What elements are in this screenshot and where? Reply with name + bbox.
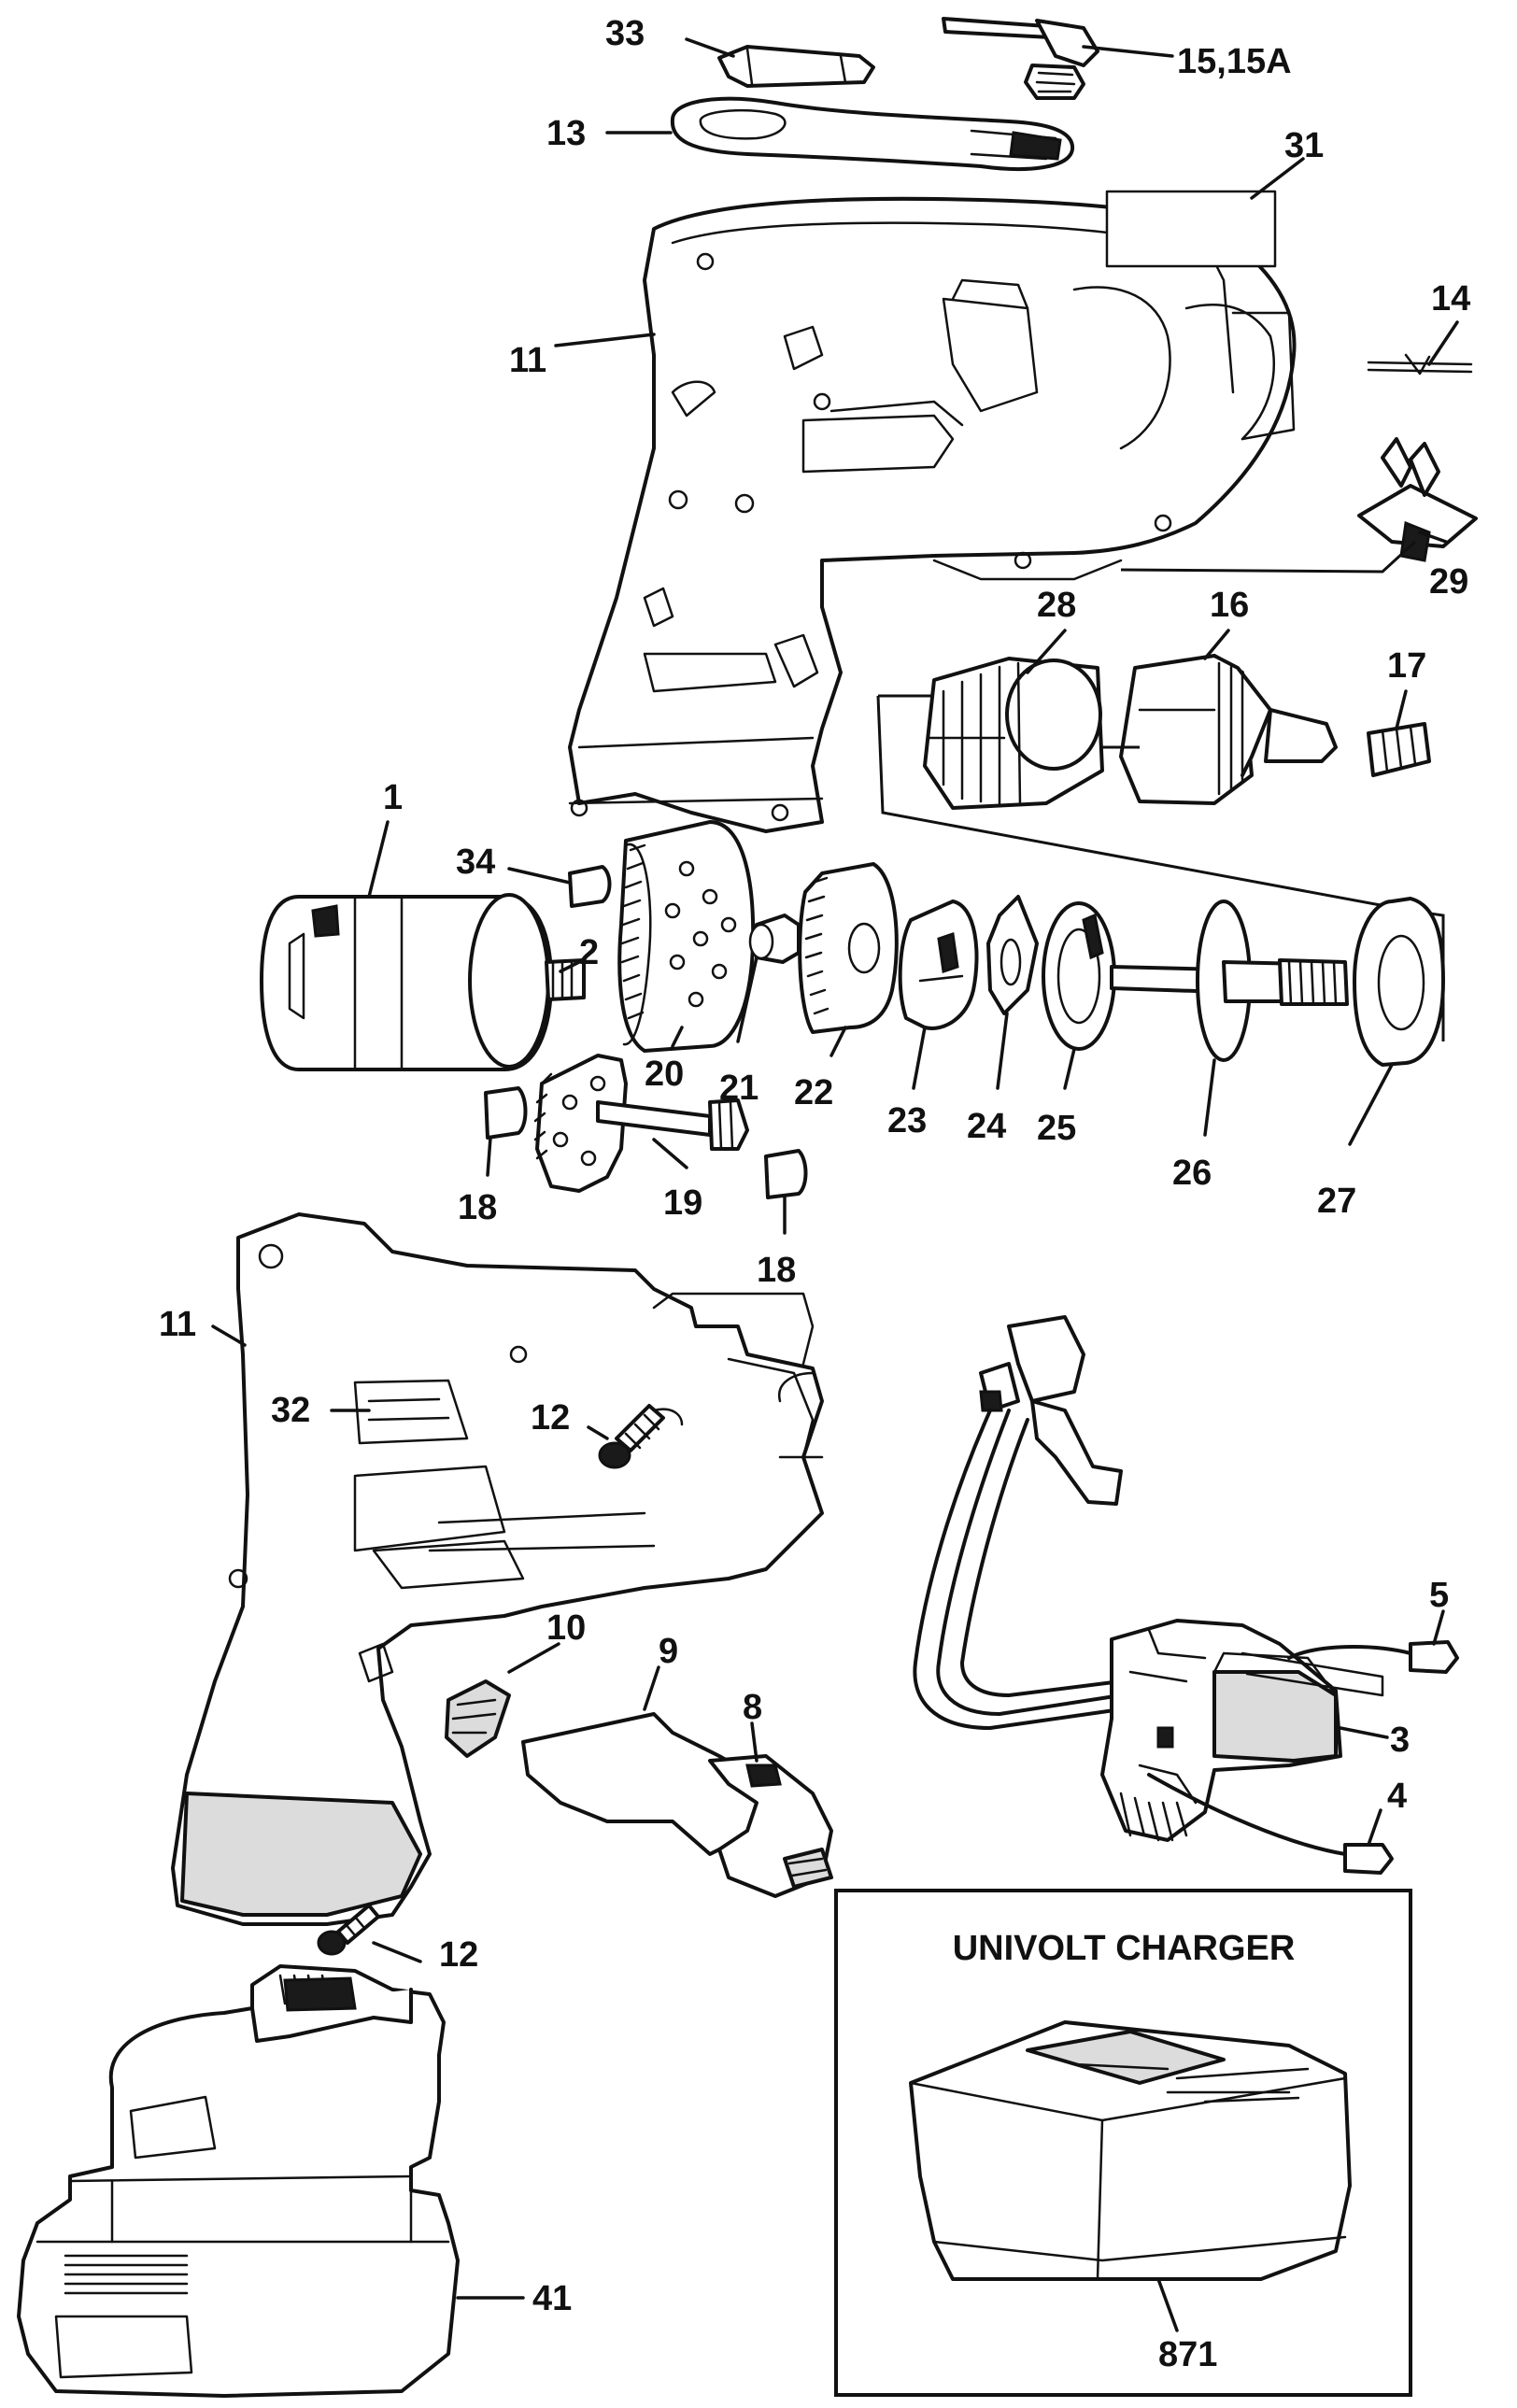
part-27-nut [1353,897,1445,1067]
label-34: 34 [456,843,495,882]
label-1: 1 [383,778,403,817]
part-11-housing-lower [171,1212,824,1926]
label-32: 32 [271,1391,310,1430]
part-34-bushing [568,865,612,908]
part-28-sleeve [923,657,1104,810]
label-28: 28 [1037,586,1076,625]
label-27: 27 [1317,1182,1356,1221]
part-33-bit [717,45,875,88]
leader-lines [211,37,1459,2332]
part-10-trigger [445,1679,511,1758]
part-18-bushing-right [764,1149,808,1199]
leader-29-bracket [1120,540,1417,574]
part-871-charger [909,2020,1352,2281]
part-1-motor [260,893,586,1071]
label-12-upper: 12 [531,1398,570,1438]
label-16: 16 [1210,586,1249,625]
part-8-latch [708,1754,833,1898]
label-26: 26 [1172,1154,1212,1193]
label-10: 10 [546,1608,586,1648]
label-871: 871 [1158,2335,1217,2374]
label-41: 41 [532,2279,572,2318]
part-41-battery [17,1964,460,2398]
part-19-gear-shaft [533,1054,749,1193]
label-18-right: 18 [757,1251,796,1290]
label-22: 22 [794,1073,833,1112]
label-29: 29 [1429,562,1468,602]
part-13-key-holder [670,96,1075,171]
label-20: 20 [645,1055,684,1094]
label-24: 24 [967,1107,1006,1146]
label-13: 13 [546,114,586,153]
label-9: 9 [659,1632,678,1671]
label-31: 31 [1284,126,1324,165]
switch-wiring-assembly [913,1315,1459,1875]
label-8: 8 [743,1688,762,1727]
part-14-pin [1367,353,1473,375]
label-21: 21 [719,1069,758,1108]
label-11-lower: 11 [159,1305,196,1344]
part-12-screw-upper [598,1404,684,1469]
part-21-plug [748,914,801,964]
part-22-gear [798,862,899,1034]
label-14: 14 [1431,279,1470,319]
part-12-screw-lower [317,1904,380,1956]
part-25-bearing [1042,901,1116,1051]
label-17: 17 [1387,646,1426,686]
label-5: 5 [1429,1576,1449,1615]
part-15-chuck-key [942,17,1099,100]
label-25: 25 [1037,1109,1076,1148]
label-19: 19 [663,1183,702,1223]
charger-inset: UNIVOLT CHARGER [834,1889,1412,2397]
charger-title: UNIVOLT CHARGER [953,1929,1296,1968]
part-18-bushing-left [484,1086,528,1140]
charger-inset-frame [834,1889,1412,2397]
part-17-screw [1367,722,1431,777]
part-31-label-plate [1105,190,1277,268]
part-11-housing-upper [568,196,1297,833]
label-23: 23 [887,1101,927,1140]
part-16-chuck [1119,654,1338,805]
part-26-collar [1196,899,1349,1062]
part-23-ring-gear [898,899,979,1030]
label-11-upper: 11 [509,341,546,380]
part-29-clip [1357,437,1478,562]
label-3: 3 [1390,1721,1410,1760]
label-15: 15,15A [1177,42,1292,81]
label-18-left: 18 [458,1188,497,1227]
label-4: 4 [1387,1777,1407,1816]
part-24-washer [986,895,1039,1015]
label-33: 33 [605,14,645,53]
label-12-lower: 12 [439,1935,478,1975]
part-20-gear [617,820,756,1053]
label-2: 2 [579,933,599,972]
